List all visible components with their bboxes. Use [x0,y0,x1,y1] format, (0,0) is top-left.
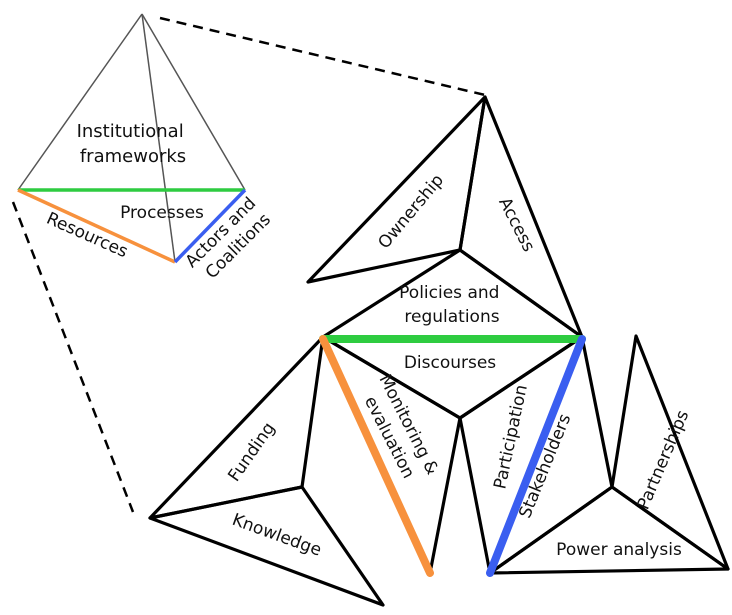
label-ownership: Ownership [374,171,448,253]
label-power-analysis: Power analysis [556,540,682,560]
face-power-analysis [488,485,730,575]
label-institutional-line2: frameworks [80,146,186,167]
connector-left-dashed [11,201,135,513]
pyramid-edge-resources [17,188,176,264]
edge-actors [486,335,586,577]
label-policies-regulations: Policies and regulations [399,283,505,327]
face-ownership [306,95,487,284]
label-institutional-frameworks: Institutional frameworks [77,121,190,167]
label-processes: Processes [120,203,204,223]
label-funding: Funding [224,419,279,486]
label-discourses: Discourses [404,353,496,373]
edge-resources [319,335,434,577]
pyramid-edge-apex-right [141,13,246,191]
pyramid-small [17,13,247,264]
label-access: Access [494,194,538,255]
label-policies-line1: Policies and [399,283,499,303]
pyramid-edge-apex-front [141,13,176,263]
connector-top-dashed [159,16,486,97]
pyramid-edge-apex-left [17,13,143,191]
face-knowledge [148,485,385,607]
label-institutional-line1: Institutional [77,121,184,142]
label-policies-line2: regulations [404,307,499,327]
pyramid-edge-actors [173,188,247,264]
face-funding [148,335,325,520]
